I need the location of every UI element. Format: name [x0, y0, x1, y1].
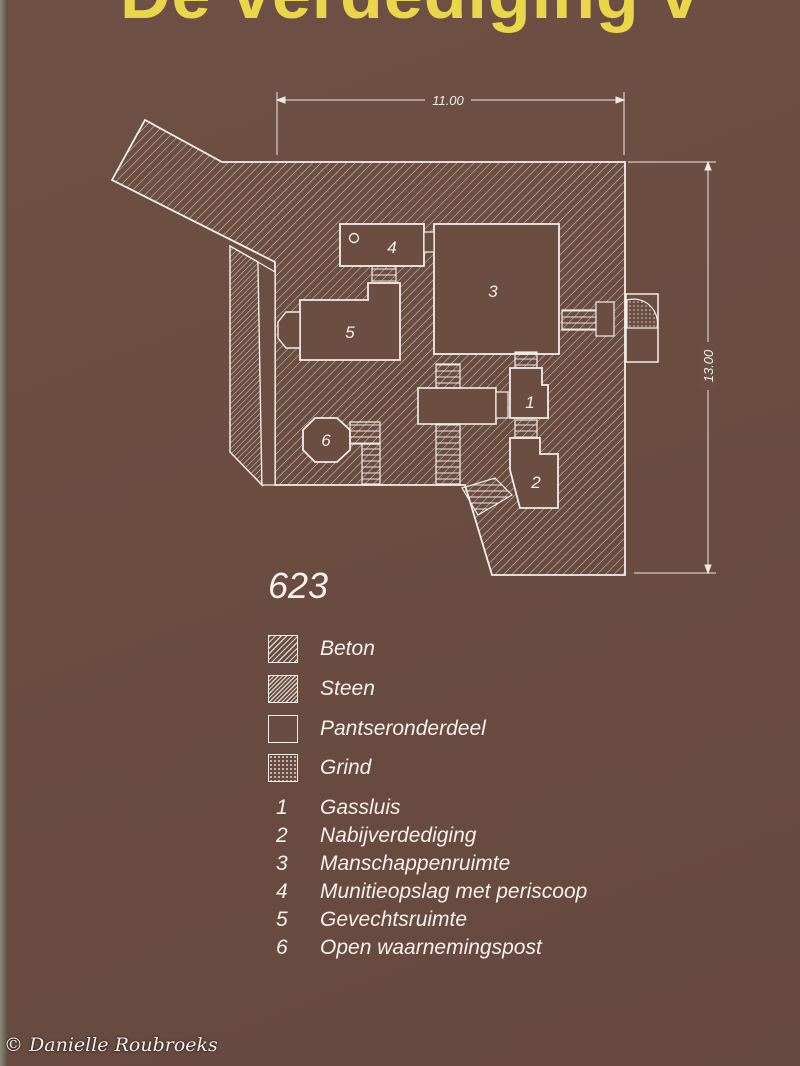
room-6	[302, 417, 351, 463]
room-key-number: 2	[276, 824, 288, 847]
entrance-steps	[461, 477, 513, 516]
room-key-number: 3	[276, 852, 288, 875]
room-3	[433, 223, 560, 355]
room-4	[339, 223, 425, 267]
banner-title: De verdediging v	[120, 0, 700, 34]
legend-label: Beton	[320, 637, 375, 660]
gravel-fill	[626, 298, 659, 329]
room-key-row: 6 Open waarnemingspost	[276, 934, 542, 962]
legend-label: Steen	[320, 677, 375, 700]
west-wing-armour	[257, 260, 276, 486]
periscope-icon	[348, 232, 360, 244]
legend-row: Grind	[268, 752, 371, 784]
room-key-name: Open waarnemingspost	[320, 936, 542, 959]
embrasure-icon	[277, 311, 301, 349]
room-3-number: 3	[488, 282, 498, 301]
board-edge	[0, 0, 8, 1066]
room-6-number: 6	[321, 431, 331, 450]
corridor-door	[495, 391, 509, 419]
room-key-name: Gevechtsruimte	[320, 908, 468, 931]
room-key-name: Gassluis	[320, 796, 401, 819]
width-label-bg	[425, 93, 471, 107]
corridor-steps	[435, 423, 461, 485]
room-key-row: 2 Nabijverdediging	[276, 822, 476, 850]
room-key-row: 4 Munitieopslag met periscoop	[276, 878, 587, 906]
photo-credit: © Danielle Roubroeks	[4, 1034, 218, 1056]
height-label: 13.00	[701, 349, 716, 382]
corridor-stair	[435, 363, 461, 389]
room-6-steps	[361, 443, 381, 485]
beton-swatch	[268, 635, 298, 663]
room-4-number: 4	[387, 238, 396, 257]
room-2	[509, 437, 559, 509]
room-key-name: Nabijverdediging	[320, 824, 477, 847]
legend-row: Steen	[268, 673, 375, 705]
height-label-bg	[700, 342, 716, 390]
grind-swatch	[268, 754, 298, 782]
room-5-passage	[371, 265, 397, 284]
room-4-door	[423, 231, 435, 253]
legend-label: Pantseronderdeel	[320, 717, 486, 740]
room-key-row: 3 Manschappenruimte	[276, 850, 510, 878]
room-1-number: 1	[525, 393, 534, 412]
corridor	[417, 387, 497, 425]
bunker-floor-plan: 11.00 13.00 1 2 3 4 5	[110, 92, 716, 576]
room-6-stair	[349, 421, 381, 445]
steen-swatch	[268, 675, 298, 703]
room-2-number: 2	[530, 473, 541, 492]
west-wing-wall	[229, 244, 263, 487]
legend-row: Beton	[268, 633, 375, 665]
room-2-passage	[514, 419, 538, 439]
legend-label: Grind	[320, 756, 372, 779]
room-1	[509, 367, 549, 419]
room-1-passage	[514, 351, 538, 369]
room-key-number: 5	[276, 908, 288, 931]
room-5-number: 5	[345, 323, 355, 342]
room-key-number: 1	[276, 796, 288, 819]
model-number: 623	[268, 565, 329, 606]
room-key-number: 6	[276, 936, 288, 959]
room-5	[299, 282, 401, 361]
legend-row: Pantseronderdeel	[268, 713, 486, 745]
room-key-number: 4	[276, 880, 288, 903]
room-key-name: Munitieopslag met periscoop	[320, 880, 588, 903]
room-key-row: 5 Gevechtsruimte	[276, 906, 467, 934]
pantser-swatch	[268, 715, 298, 743]
room-key-name: Manschappenruimte	[320, 852, 511, 875]
east-door	[595, 301, 615, 337]
room-key-row: 1 Gassluis	[276, 794, 401, 822]
width-label: 11.00	[432, 93, 464, 108]
